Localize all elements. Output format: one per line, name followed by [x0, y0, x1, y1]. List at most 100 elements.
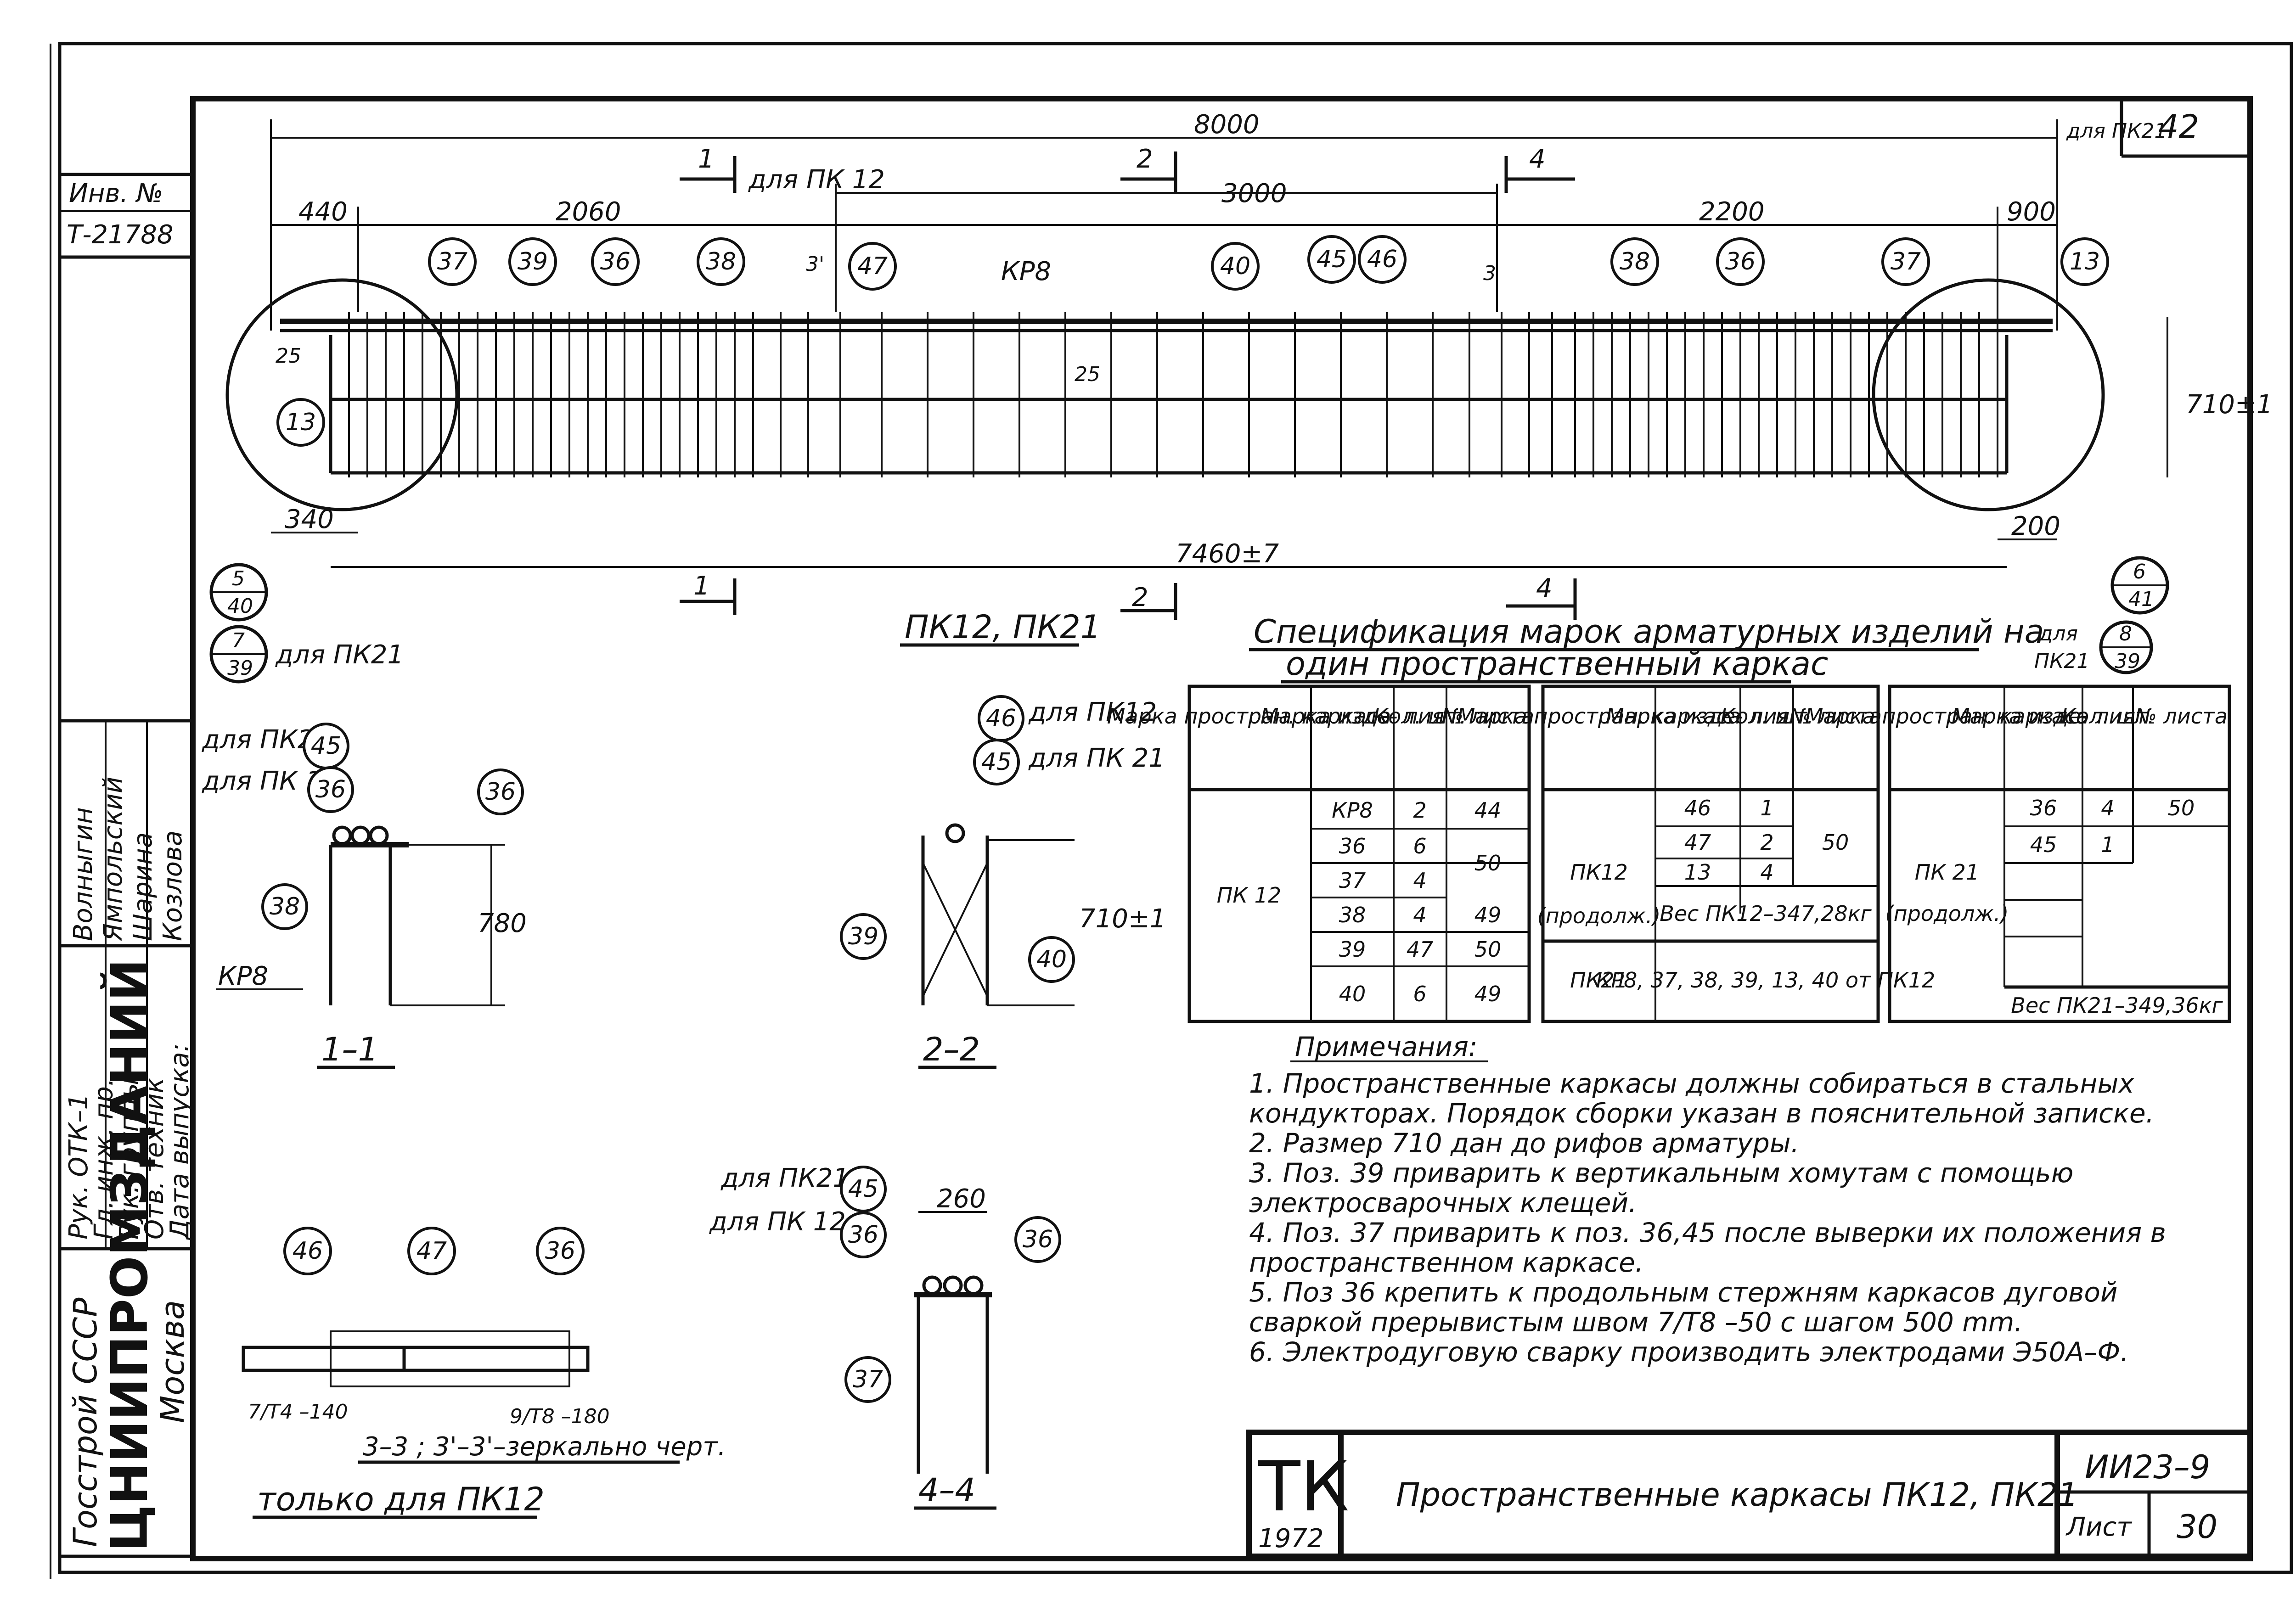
stamp-person-1: Волныгин	[68, 807, 98, 941]
bubble-36-right: 36	[1716, 237, 1765, 286]
t1-r0-sheet: 44	[1474, 798, 1502, 823]
section-2-top-label: 2	[1137, 144, 1153, 174]
t3-r0-qty: 4	[2101, 796, 2114, 820]
bubble-13-left: 13	[276, 398, 325, 447]
section-3p-left: 3'	[806, 252, 824, 276]
svg-text:37: 37	[1891, 248, 1921, 275]
t1-r3-item: 38	[1339, 903, 1366, 927]
dim-900: 900	[2007, 197, 2056, 227]
dim-260: 260	[937, 1184, 986, 1214]
svg-text:47: 47	[857, 252, 888, 280]
notes-block: Примечания: 1. Пространственные каркасы …	[1249, 1031, 2166, 1368]
t3-frame: ПК 21	[1915, 860, 1979, 885]
t3-frame-sub: (продолж.)	[1885, 901, 2009, 926]
left-stamp: Волныгин Ямпольский Шарина Козлова Рук. …	[58, 719, 195, 1558]
spec-title-line1: Спецификация марок арматурных изделий на	[1254, 613, 2044, 651]
t2-header-sheet: № листа	[1788, 704, 1882, 729]
bubble-45-44: 45	[840, 1166, 887, 1212]
t1-r1-sheet: 50	[1474, 851, 1502, 875]
weld-left: 7/T4 –140	[248, 1400, 348, 1424]
bubble-38-11: 38	[261, 883, 308, 930]
stamp-person-3: Шарина	[128, 832, 158, 941]
t1-r4-sheet: 50	[1474, 937, 1502, 962]
section-4-4: для ПК21 для ПК 12 45 36 36 260 37 4–4	[709, 1163, 1061, 1510]
t2-frame-sub: (продолж.)	[1537, 903, 1661, 928]
note-1a: 1. Пространственные каркасы должны собир…	[1249, 1068, 2134, 1099]
bubble-46: 46	[1358, 235, 1407, 284]
svg-text:5: 5	[232, 567, 245, 590]
spec-table-1: Марка простран. каркаса Марка изде- лия …	[1107, 684, 1534, 1023]
bubble-37-44: 37	[844, 1356, 891, 1403]
label-for-sheet: для	[2038, 622, 2078, 645]
svg-text:38: 38	[270, 893, 300, 920]
t2-frame2: ПК21	[1570, 968, 1628, 993]
detail-circle-right	[1872, 278, 2105, 511]
svg-text:36: 36	[545, 1237, 575, 1265]
bubble-45: 45	[1307, 235, 1356, 284]
bubble-46-33: 46	[283, 1227, 332, 1275]
svg-text:36: 36	[1023, 1226, 1053, 1253]
t1-r5-item: 40	[1339, 982, 1366, 1006]
t2-weight: Вес ПК12–347,28кг	[1660, 901, 1872, 926]
bubble-36-11a: 36	[307, 766, 354, 813]
bubble-37-right: 37	[1881, 237, 1930, 286]
section-4-top-label: 4	[1529, 144, 1546, 174]
stamp-role-4: Отв. техник	[140, 1077, 169, 1240]
svg-text:45: 45	[311, 732, 341, 760]
bubble-40-22: 40	[1028, 936, 1075, 983]
stamp-person-2: Ямпольский	[98, 777, 128, 942]
svg-text:46: 46	[293, 1237, 323, 1265]
stamp-role-5: Дата выпуска:	[165, 1043, 195, 1241]
t3-r0-item: 36	[2030, 796, 2057, 820]
t2-frame2-items: КР8, 37, 38, 39, 13, 40 от ПК12	[1596, 968, 1936, 993]
note-5b: сваркой прерывистым швом 7/T8 –50 с шаго…	[1249, 1307, 2023, 1338]
section-3-3-caption: 3–3 ; 3'–3'–зеркально черт.	[363, 1432, 726, 1462]
stamp-org-line1: Госстрой СССР	[67, 1297, 104, 1547]
detail-ref-6-41: 6 41	[2110, 556, 2169, 615]
svg-text:40: 40	[227, 595, 253, 618]
svg-text:13: 13	[2070, 248, 2100, 275]
svg-text:36: 36	[315, 776, 346, 803]
svg-text:37: 37	[437, 248, 467, 275]
tk-year: 1972	[1258, 1524, 1324, 1554]
dim-200: 200	[2011, 511, 2060, 541]
t1-frame: ПК 12	[1217, 883, 1281, 908]
bubble-36-11b: 36	[477, 769, 524, 815]
bubble-36-33: 36	[536, 1227, 585, 1275]
stamp-person-4: Козлова	[158, 830, 188, 941]
stamp-role-2: Гл. инж. пр.	[89, 1078, 119, 1240]
t1-header-item: Марка изде- лия	[1261, 704, 1444, 729]
svg-text:45: 45	[848, 1175, 878, 1203]
detail-ref-5-40: 5 40	[209, 563, 268, 622]
dim-25-left: 25	[276, 344, 301, 368]
tk-logo: ТК	[1258, 1447, 1349, 1527]
series-code: ИИ23–9	[2085, 1448, 2210, 1486]
detail-ref-7-39: 7 39	[209, 625, 268, 684]
label-kr8-elevation: КР8	[1001, 257, 1051, 286]
svg-text:39: 39	[848, 923, 878, 950]
notes-title: Примечания:	[1295, 1031, 1477, 1062]
bubble-37-left: 37	[428, 237, 477, 286]
t1-r5-sheet: 49	[1474, 982, 1502, 1006]
note-3b: электросварочных клещей.	[1249, 1187, 1637, 1218]
dim-440: 440	[298, 197, 348, 227]
bubble-38-left: 38	[697, 237, 745, 286]
svg-text:8: 8	[2119, 622, 2132, 645]
t2-r2-item: 13	[1684, 860, 1711, 885]
t1-r4-qty: 47	[1407, 937, 1434, 962]
bubble-39-22: 39	[840, 913, 887, 960]
t1-header-sheet: № листа	[1440, 704, 1534, 729]
t2-header-item: Марка изде- лия	[1606, 704, 1790, 729]
t1-r1-item: 36	[1339, 834, 1366, 858]
only-pk12-caption: только для ПК12	[257, 1481, 545, 1518]
svg-text:7: 7	[232, 629, 245, 652]
section-1-1-caption: 1–1	[321, 1031, 378, 1068]
t1-r3-qty: 4	[1413, 903, 1426, 927]
svg-text:36: 36	[600, 248, 630, 275]
detail-ref-8-39: 8 39	[2099, 620, 2153, 674]
svg-text:39: 39	[227, 656, 253, 680]
t3-r1-item: 45	[2030, 832, 2057, 857]
svg-text:46: 46	[986, 705, 1016, 732]
t1-r0-qty: 2	[1413, 798, 1426, 823]
t2-r0-item: 46	[1684, 796, 1711, 820]
